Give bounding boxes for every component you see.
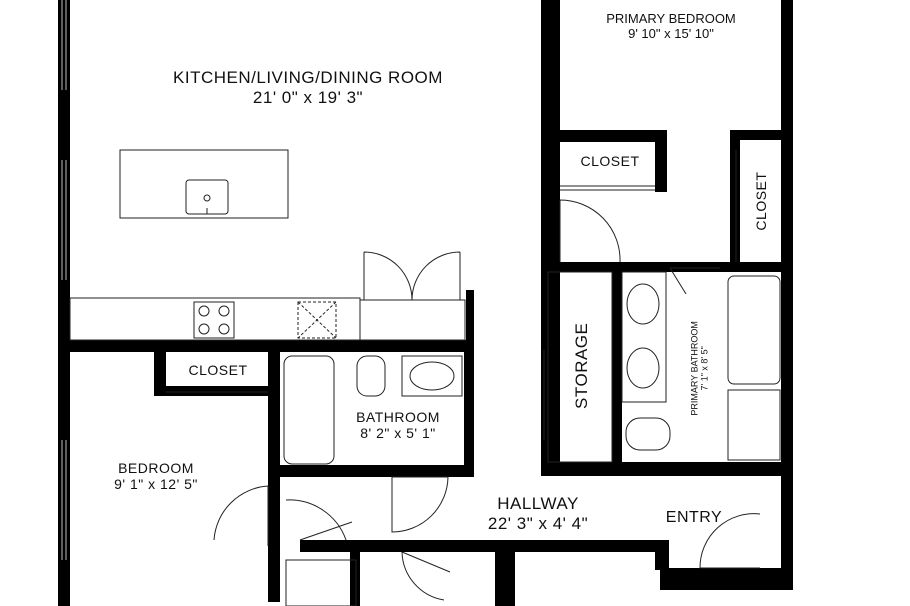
- walls: [58, 0, 793, 606]
- kitchen-counter: [69, 297, 466, 341]
- bedroom-closet-fixtures: [166, 391, 269, 546]
- room-size: 22' 3" x 4' 4": [487, 513, 589, 533]
- hallway-doors: [285, 499, 761, 606]
- room-name: PRIMARY BEDROOM: [606, 11, 736, 26]
- room-name: BATHROOM: [356, 409, 440, 425]
- bedroom-closet-label: CLOSET: [188, 362, 248, 378]
- bathroom-label: BATHROOM 8' 2" x 5' 1": [340, 409, 456, 441]
- kitchen-island: [119, 149, 289, 219]
- room-size: 9' 10" x 15' 10": [628, 25, 714, 41]
- room-size: 9' 1" x 12' 5": [114, 476, 198, 493]
- room-size: 21' 0" x 19' 3": [252, 87, 364, 107]
- bathroom-fixtures: [283, 355, 463, 533]
- room-size: 7' 1" x 8' 5": [700, 346, 710, 391]
- primary-bathroom-label: PRIMARY BATHROOM 7' 1" x 8' 5": [690, 308, 711, 428]
- room-name: BEDROOM: [118, 460, 194, 476]
- primary-side-closet-label: CLOSET: [752, 171, 769, 231]
- room-name: KITCHEN/LIVING/DINING ROOM: [173, 68, 443, 87]
- room-size: 8' 2" x 5' 1": [360, 425, 436, 442]
- primary-closet-fixtures: [559, 150, 737, 263]
- room-name: PRIMARY BATHROOM: [689, 321, 700, 416]
- entry-label: ENTRY: [665, 509, 723, 526]
- room-name: HALLWAY: [497, 494, 579, 513]
- primary-bedroom-label: PRIMARY BEDROOM 9' 10" x 15' 10": [560, 11, 782, 42]
- storage-label: STORAGE: [572, 322, 592, 409]
- storage-fixtures: [543, 271, 613, 463]
- bedroom-label: BEDROOM 9' 1" x 12' 5": [96, 460, 216, 492]
- primary-closet-label: CLOSET: [580, 153, 640, 169]
- windows: [61, 0, 67, 560]
- pantry-doors: [363, 251, 461, 301]
- kitchen-living-dining-label: KITCHEN/LIVING/DINING ROOM 21' 0" x 19' …: [138, 68, 478, 107]
- hallway-label: HALLWAY 22' 3" x 4' 4": [468, 494, 608, 533]
- primary-bath-fixtures: [621, 267, 781, 461]
